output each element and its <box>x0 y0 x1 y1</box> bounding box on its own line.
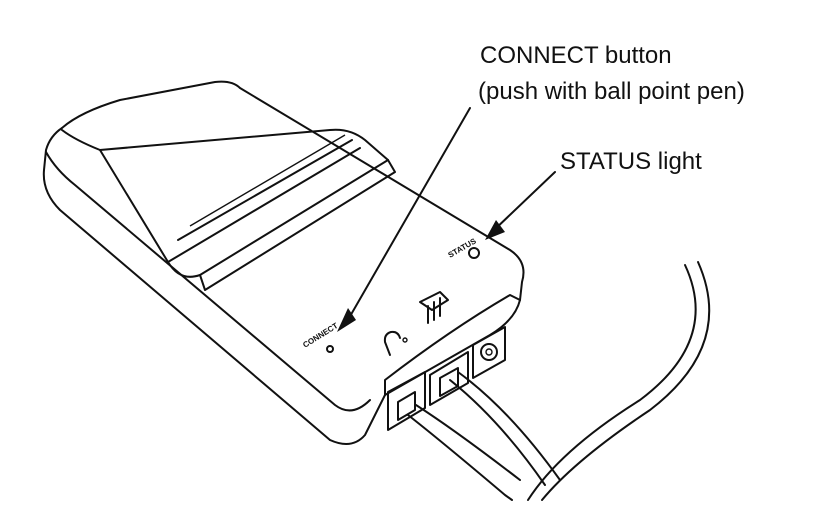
power-jack <box>472 326 506 379</box>
connect-leader <box>337 107 471 332</box>
phone-port-icon <box>383 330 408 356</box>
connect-callout-note: (push with ball point pen) <box>478 78 745 105</box>
status-callout: STATUS light <box>560 148 702 175</box>
device-body <box>42 80 525 445</box>
cables <box>407 261 711 501</box>
connect-callout-title: CONNECT button <box>480 42 672 69</box>
status-leader <box>485 171 556 240</box>
line-port-icon <box>419 291 449 324</box>
phone-jacks <box>387 351 469 431</box>
status-light <box>468 247 480 259</box>
connect-button[interactable] <box>326 345 334 353</box>
device-label-connect: CONNECT <box>301 321 339 350</box>
